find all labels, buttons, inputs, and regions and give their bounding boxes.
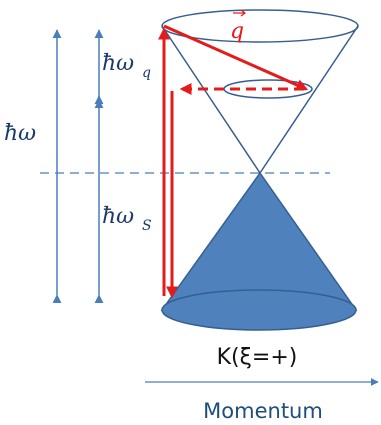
svg-text:q: q <box>142 65 151 81</box>
energy-scale-arrows <box>57 30 99 295</box>
q-vector-label: q <box>230 10 245 44</box>
lower-cone <box>162 173 356 330</box>
svg-text:q: q <box>230 19 244 44</box>
hbar-omega-s-label: ħω S <box>102 204 152 234</box>
svg-text:ħω: ħω <box>102 51 134 76</box>
svg-text:S: S <box>142 218 152 234</box>
svg-text:ħω: ħω <box>102 204 134 229</box>
hbar-omega-q-label: ħω q <box>102 51 151 81</box>
valley-label: K(ξ=+) <box>217 345 298 370</box>
upper-cone <box>162 10 358 173</box>
momentum-axis-label: Momentum <box>203 399 323 423</box>
hbar-omega-label: ħω <box>4 121 36 146</box>
